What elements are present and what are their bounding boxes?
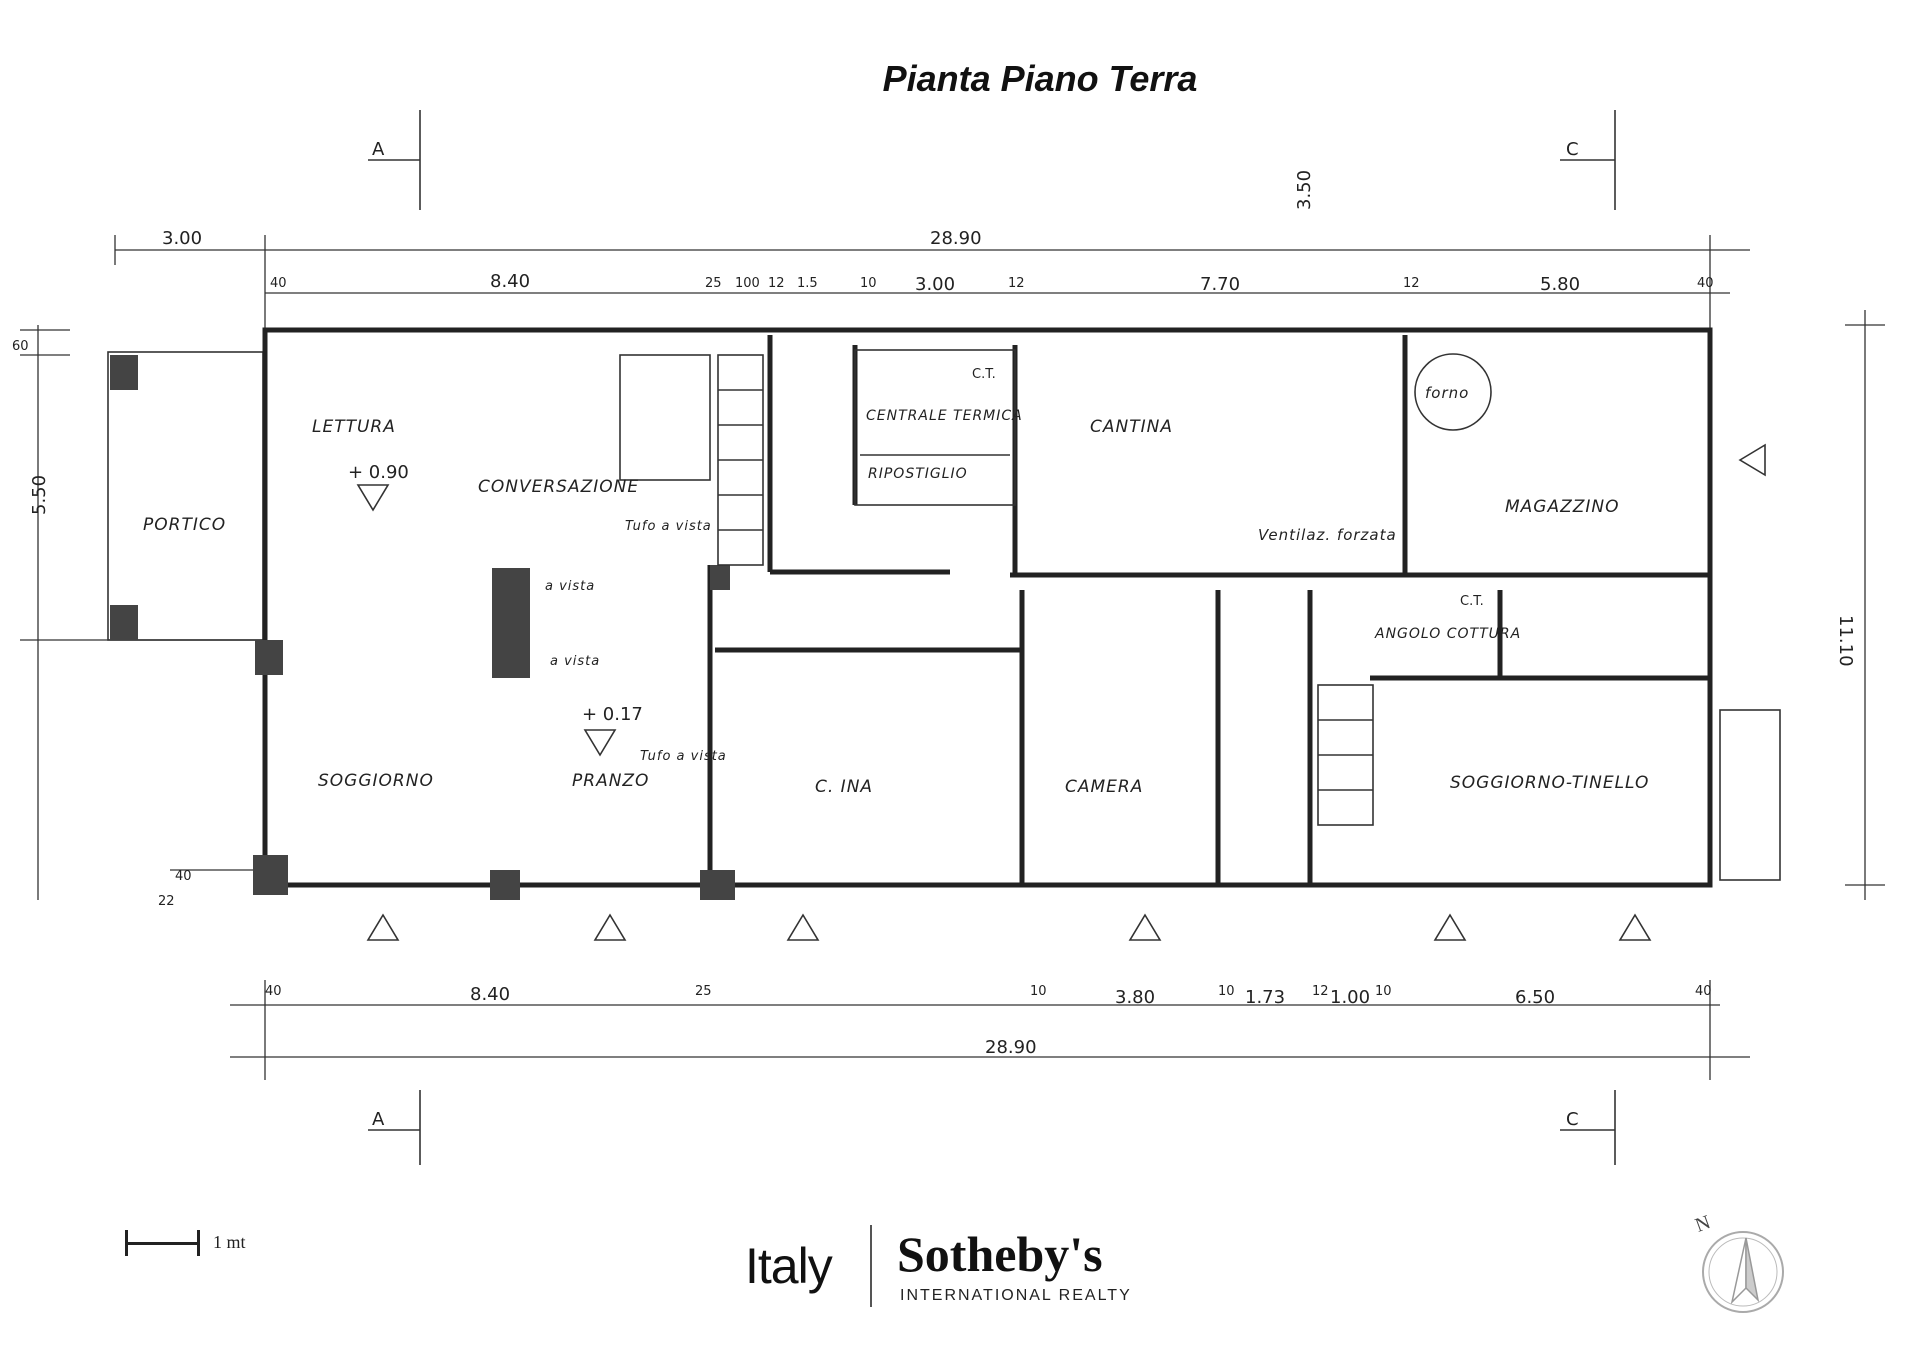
interior-walls: [707, 335, 1710, 885]
dim-bottom-7: 12: [1312, 984, 1329, 999]
annotation-level-lower: + 0.17: [582, 704, 643, 725]
dim-bottom-0: 40: [265, 984, 282, 999]
stairs: [619, 354, 1781, 881]
scale-bar-tick-right: [197, 1230, 200, 1256]
section-label-a-bottom: A: [372, 1109, 385, 1130]
right-dimensions: 11.10: [1835, 310, 1885, 900]
dim-top-10: 12: [1403, 276, 1420, 291]
dim-top-8: 12: [1008, 276, 1025, 291]
oven-shape: [1414, 353, 1492, 431]
page-title: Pianta Piano Terra: [882, 58, 1198, 99]
room-label-forno: forno: [1425, 384, 1469, 402]
dim-top-9: 7.70: [1200, 274, 1240, 295]
top-dimensions: 3.00 28.90 40 8.40 25 100 12 1.5 10 3.00…: [114, 170, 1750, 330]
dim-top-7: 3.00: [915, 274, 955, 295]
scale-bar-line: [125, 1242, 197, 1245]
dim-top-3: 100: [735, 276, 760, 291]
section-label-c-top: C: [1566, 139, 1579, 160]
room-label-magazzino: MAGAZZINO: [1505, 497, 1620, 517]
section-label-a-top: A: [372, 139, 385, 160]
dim-bottom-10: 6.50: [1515, 987, 1555, 1008]
dim-bottom-4: 3.80: [1115, 987, 1155, 1008]
dim-top-4: 12: [768, 276, 785, 291]
dim-overall-top: 28.90: [930, 228, 982, 249]
dim-left-2: 22: [158, 894, 175, 909]
compass-north-label: N: [1692, 1211, 1713, 1237]
logo-separator: [870, 1225, 872, 1307]
section-label-c-bottom: C: [1566, 1109, 1579, 1130]
annotation-ventilazione: Ventilaz. forzata: [1258, 526, 1397, 544]
scale-bar-tick-left: [125, 1230, 128, 1256]
dim-top-11: 5.80: [1540, 274, 1580, 295]
annotation-tufo-lower: Tufo a vista: [640, 749, 727, 764]
annotation-tufo-upper: Tufo a vista: [625, 519, 712, 534]
dim-bottom-3: 10: [1030, 984, 1047, 999]
dim-bottom-1: 8.40: [470, 984, 510, 1005]
room-label-camera: CAMERA: [1065, 777, 1143, 797]
logo-brand-text: Sotheby's: [897, 1226, 1103, 1282]
scale-bar-label: 1 mt: [213, 1232, 246, 1252]
logo-subtitle: INTERNATIONAL REALTY: [900, 1287, 1132, 1304]
dim-top-5: 1.5: [797, 276, 818, 291]
left-dimensions: 60 5.50 22 40: [12, 325, 265, 909]
brand-logo: Italy Sotheby's INTERNATIONAL REALTY: [745, 1225, 1165, 1310]
section-marker-a-top: A: [368, 110, 421, 210]
dim-top-6: 10: [860, 276, 877, 291]
dim-top-2: 25: [705, 276, 722, 291]
scale-bar: 1 mt: [125, 1230, 325, 1260]
dim-left-3: 40: [175, 869, 192, 884]
room-label-soggiorno: SOGGIORNO: [318, 771, 434, 791]
dim-bottom-9: 10: [1375, 984, 1392, 999]
section-marker-c-top: C: [1560, 110, 1616, 210]
room-label-lettura: LETTURA: [312, 417, 396, 437]
dim-bottom-11: 40: [1695, 984, 1712, 999]
room-label-ct-upper: C.T.: [972, 367, 996, 382]
bottom-dimensions: 40 8.40 25 10 3.80 10 1.73 12 1.00 10 6.…: [230, 980, 1750, 1080]
dim-top-0: 40: [270, 276, 287, 291]
room-label-portico: PORTICO: [143, 515, 226, 535]
dim-right: 11.10: [1835, 615, 1856, 667]
section-marker-a-bottom: A: [368, 1090, 421, 1165]
room-label-pranzo: PRANZO: [572, 771, 649, 791]
view-triangles: [356, 443, 1766, 941]
dim-bottom-5: 10: [1218, 984, 1235, 999]
room-label-cantina: CANTINA: [1090, 417, 1173, 437]
room-label-ct-lower: C.T.: [1460, 594, 1484, 609]
dim-top-1: 8.40: [490, 271, 530, 292]
section-marker-c-bottom: C: [1560, 1090, 1616, 1165]
room-label-conversazione: CONVERSAZIONE: [478, 477, 639, 497]
dim-bottom-8: 1.00: [1330, 987, 1370, 1008]
room-label-centrale-termica: CENTRALE TERMICA: [866, 408, 1023, 424]
dim-bottom-6: 1.73: [1245, 987, 1285, 1008]
annotation-a-vista-lower: a vista: [550, 654, 600, 669]
portico-area: [107, 351, 264, 641]
annotation-a-vista-upper: a vista: [545, 579, 595, 594]
annotation-level-upper: + 0.90: [348, 462, 409, 483]
room-label-ripostiglio: RIPOSTIGLIO: [868, 466, 968, 482]
structural-columns: [253, 565, 735, 900]
dim-top-12: 40: [1697, 276, 1714, 291]
dim-portico-width: 3.00: [162, 228, 202, 249]
logo-italy-text: Italy: [745, 1238, 833, 1294]
room-label-soggiorno-tinello: SOGGIORNO-TINELLO: [1450, 773, 1649, 793]
dim-bottom-2: 25: [695, 984, 712, 999]
dim-left-0: 60: [12, 339, 29, 354]
outer-walls: [262, 327, 1713, 888]
dim-left-1: 5.50: [29, 475, 50, 515]
dim-overall-bottom: 28.90: [985, 1037, 1037, 1058]
dim-cantina-depth: 3.50: [1294, 170, 1315, 210]
room-label-cucina: C. INA: [815, 777, 873, 797]
room-label-angolo-cottura: ANGOLO COTTURA: [1374, 626, 1521, 642]
north-compass-icon: N: [1692, 1211, 1784, 1313]
